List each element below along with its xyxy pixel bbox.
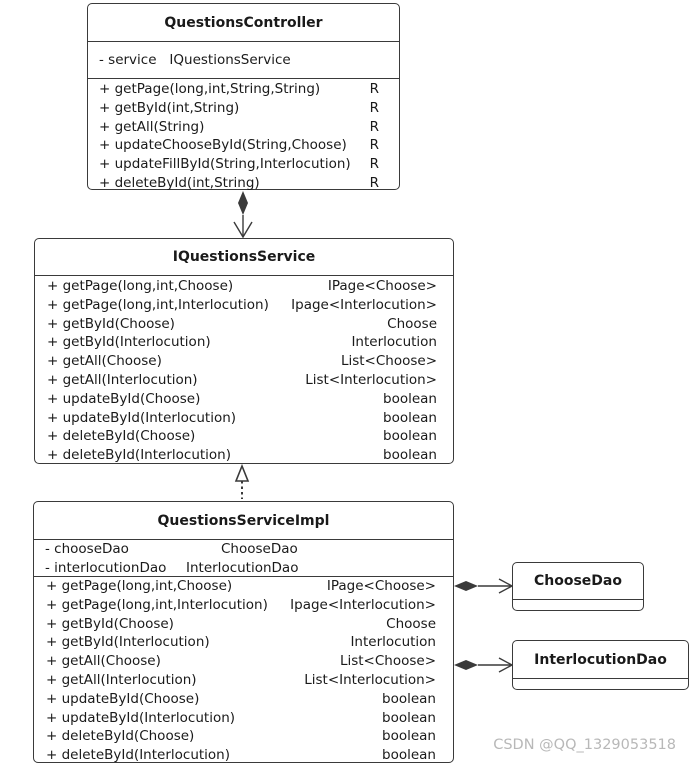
composition-diamond-interlocutiondao <box>454 660 478 670</box>
composition-diamond-choosedao <box>454 581 478 591</box>
class-name: InterlocutionDao <box>513 641 688 679</box>
method-row: + getPage(long,int,Choose)IPage<Choose> <box>47 278 437 294</box>
class-name: ChooseDao <box>513 563 643 600</box>
method-row: + deleteById(Interlocution)boolean <box>46 747 436 764</box>
class-name: QuestionsServiceImpl <box>34 502 453 540</box>
attribute-label: - service IQuestionsService <box>99 52 291 68</box>
method-row: + updateChooseById(String,Choose)R <box>99 137 379 154</box>
attribute-row: - service IQuestionsService <box>99 51 389 70</box>
open-arrowhead-service <box>233 221 253 239</box>
method-row: + deleteById(Interlocution)boolean <box>47 447 437 464</box>
method-row: + getPage(long,int,Choose)IPage<Choose> <box>46 578 436 594</box>
method-row: + getAll(Interlocution)List<Interlocutio… <box>46 671 436 688</box>
method-row: + getById(Interlocution)Interlocution <box>46 634 436 651</box>
method-row: + updateFillById(String,Interlocution)R <box>99 156 379 173</box>
method-row: + deleteById(int,String)R <box>99 174 379 191</box>
method-row: + updateById(Choose)boolean <box>46 690 436 707</box>
method-row: + getById(int,String)R <box>99 99 379 116</box>
methods-section: + getPage(long,int,Choose)IPage<Choose> … <box>34 577 453 765</box>
method-row: + getPage(long,int,String,String)R <box>99 81 379 97</box>
method-row: + getAll(String)R <box>99 118 379 135</box>
method-row: + getById(Interlocution)Interlocution <box>47 334 437 351</box>
method-row: + getAll(Choose)List<Choose> <box>46 653 436 670</box>
attributes-section: - service IQuestionsService <box>88 42 399 79</box>
method-row: + getById(Choose)Choose <box>46 615 436 632</box>
method-row: + updateById(Interlocution)boolean <box>46 709 436 726</box>
class-interlocution-dao[interactable]: InterlocutionDao <box>512 640 689 690</box>
composition-diamond-controller <box>238 191 248 215</box>
method-row: + updateById(Choose)boolean <box>47 390 437 407</box>
watermark-text: CSDN @QQ_1329053518 <box>493 737 676 753</box>
methods-section: + getPage(long,int,String,String)R + get… <box>88 79 399 193</box>
method-row: + getPage(long,int,Interlocution)Ipage<I… <box>46 596 436 613</box>
method-row: + getAll(Choose)List<Choose> <box>47 353 437 370</box>
class-name: IQuestionsService <box>35 239 453 276</box>
method-row: + getAll(Interlocution)List<Interlocutio… <box>47 371 437 388</box>
class-iquestions-service[interactable]: IQuestionsService + getPage(long,int,Cho… <box>34 238 454 464</box>
hollow-triangle-service <box>234 463 250 482</box>
method-row: + getById(Choose)Choose <box>47 315 437 332</box>
method-row: + deleteById(Choose)boolean <box>47 428 437 445</box>
class-choose-dao[interactable]: ChooseDao <box>512 562 644 611</box>
method-row: + updateById(Interlocution)boolean <box>47 409 437 426</box>
methods-section: + getPage(long,int,Choose)IPage<Choose> … <box>35 276 453 465</box>
class-name: QuestionsController <box>88 4 399 42</box>
method-row: + deleteById(Choose)boolean <box>46 728 436 745</box>
class-questions-controller[interactable]: QuestionsController - service IQuestions… <box>87 3 400 193</box>
method-row: + getPage(long,int,Interlocution)Ipage<I… <box>47 296 437 313</box>
